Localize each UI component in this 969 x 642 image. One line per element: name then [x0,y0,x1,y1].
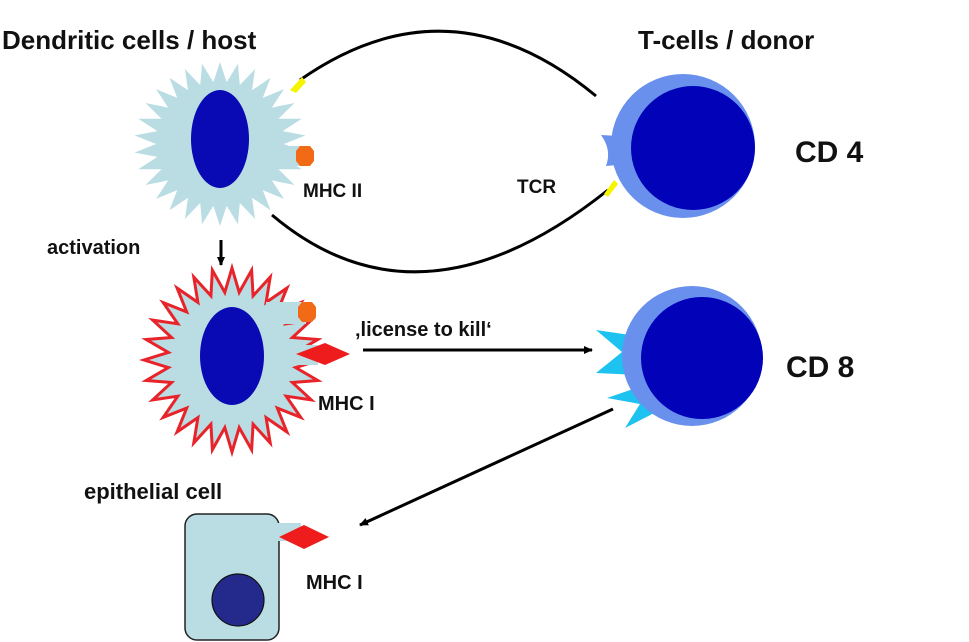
mhc2-stalk-activated [266,302,306,324]
t-cells-title: T-cells / donor [638,25,814,55]
mhc2-marker-icon [296,146,314,166]
mhc2-marker-activated-icon [298,302,316,322]
mhc1-label-epithelial: MHC I [306,572,363,594]
mhc1-label-dc: MHC I [318,393,375,415]
tcr-tip-icon [604,180,618,197]
mhc1-marker-activated-icon [296,343,350,365]
tcr-label: TCR [517,177,556,198]
epithelial-mhc1-marker-icon [279,525,329,549]
activated-nucleus [200,307,264,405]
epithelial-cell [184,513,329,641]
dendritic-cell-resting [134,62,314,226]
cd4-cell-nucleus [631,86,755,210]
dendritic-nucleus [191,90,249,188]
upper-arc-tip-icon [290,77,306,93]
mhc2-stalk [260,146,302,166]
upper-interaction-arc [299,29,597,98]
lower-interaction-arc [271,188,609,274]
activation-label: activation [47,237,140,259]
dendritic-cell-activated [138,262,350,458]
epithelial-nucleus [211,573,265,627]
dendritic-cells-title: Dendritic cells / host [2,25,257,55]
cd4-label: CD 4 [795,136,864,169]
cd8-cell-nucleus [641,297,763,419]
license-to-kill-label: ‚license to kill‘ [355,319,492,341]
cd8-label: CD 8 [786,351,854,384]
mhc2-label: MHC II [303,181,362,202]
cd8-t-cell [596,286,763,428]
cd4-t-cell [601,74,755,218]
epithelial-cell-title: epithelial cell [84,479,222,504]
cytotoxic-attack-arrow [359,407,614,527]
